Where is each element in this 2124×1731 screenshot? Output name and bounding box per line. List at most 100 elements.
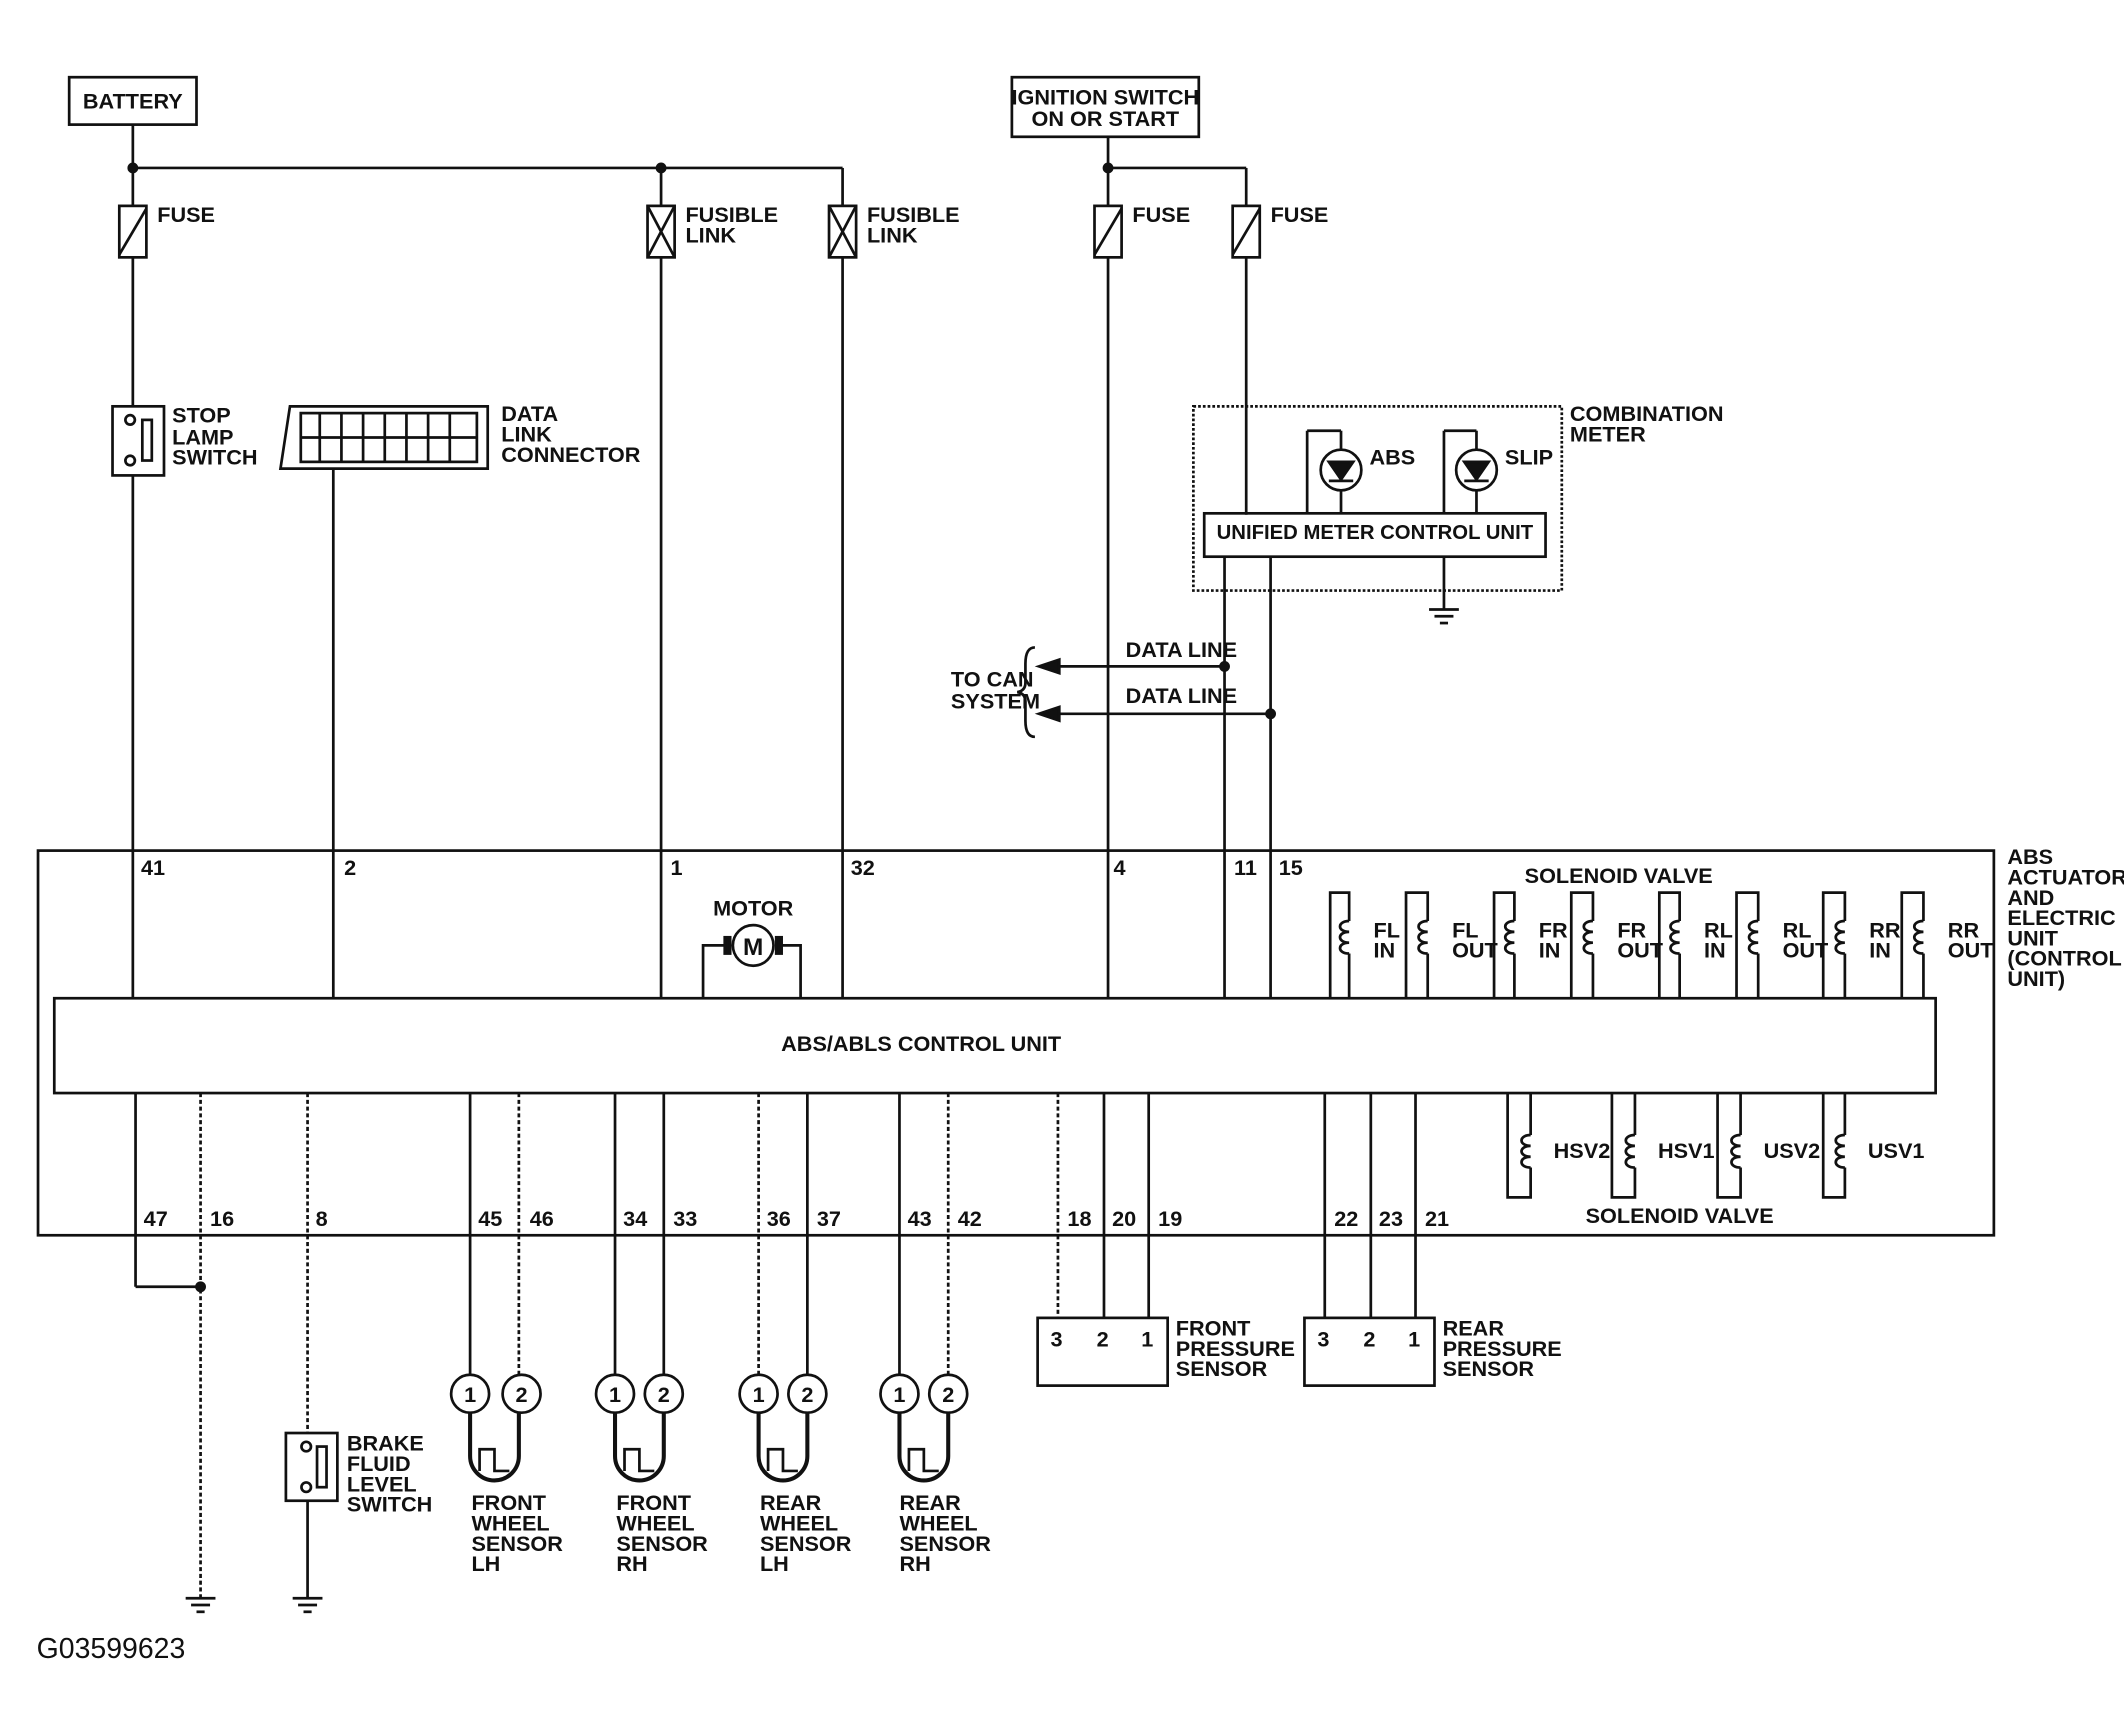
fusible-link-label-1-b: LINK (685, 222, 736, 247)
ws-rr-label-2: WHEEL (899, 1511, 977, 1536)
sv-fl-in-2: IN (1374, 938, 1396, 963)
rps-pin-3: 3 (1317, 1326, 1329, 1351)
ignition-label-line2: ON OR START (1032, 106, 1180, 131)
fuse-1 (117, 204, 148, 259)
pin-37: 37 (817, 1206, 841, 1231)
can-system-brace (1017, 646, 1036, 739)
pin-22: 22 (1334, 1206, 1358, 1231)
motor-symbol: M (743, 934, 763, 961)
rear-pressure-sensor-label-3: SENSOR (1443, 1356, 1535, 1381)
sv-rl-in-2: IN (1704, 938, 1726, 963)
fusible-link-2 (827, 204, 858, 259)
fusible-link-label-1-a: FUSIBLE (685, 202, 778, 227)
solenoid-valve-label-top: SOLENOID VALVE (1525, 863, 1713, 888)
rear-wheel-sensor-rh (879, 1093, 969, 1483)
solenoid-hsv1 (1610, 1093, 1637, 1199)
front-pressure-sensor-label-1: FRONT (1176, 1315, 1251, 1340)
fps-pin-2: 2 (1097, 1326, 1109, 1351)
solenoid-rl-in (1657, 891, 1681, 999)
front-wheel-sensor-rh (594, 1093, 685, 1483)
data-link-connector-label-2: LINK (501, 422, 552, 447)
ws-fr-label-2: WHEEL (616, 1511, 694, 1536)
solenoid-rl-out (1735, 891, 1760, 999)
combination-meter-label-2: METER (1570, 422, 1646, 447)
ws-rr-pin-1: 1 (893, 1382, 905, 1407)
sv-fl-in-1: FL (1374, 917, 1400, 942)
fuse-label-1: FUSE (157, 202, 215, 227)
pin-47: 47 (144, 1206, 168, 1231)
sv-rl-out-1: RL (1783, 917, 1812, 942)
ws-fl-label-2: WHEEL (471, 1511, 549, 1536)
pin-11: 11 (1234, 855, 1257, 880)
abs-lamp-label: ABS (1369, 445, 1415, 470)
front-pressure-sensor-label-2: PRESSURE (1176, 1336, 1295, 1361)
battery-label: BATTERY (83, 88, 183, 113)
combination-meter-label-1: COMBINATION (1570, 401, 1724, 426)
pin-4: 4 (1113, 855, 1125, 880)
pin-16: 16 (210, 1206, 234, 1231)
ws-fl-pin-2: 2 (516, 1382, 528, 1407)
front-wheel-sensor-lh (449, 1093, 542, 1483)
sv-fl-out-2: OUT (1452, 938, 1498, 963)
ws-rl-label-3: SENSOR (760, 1531, 852, 1556)
fuse-label-2: FUSE (1132, 202, 1190, 227)
abs-actuator-frame (36, 849, 1996, 1237)
ws-rl-pin-1: 1 (753, 1382, 765, 1407)
abs-control-unit-box (52, 996, 1937, 1095)
sv-rl-out-2: OUT (1783, 938, 1829, 963)
pin-8: 8 (316, 1206, 328, 1231)
motor-label: MOTOR (713, 896, 794, 921)
sv-rr-in-1: RR (1869, 917, 1901, 942)
pin-33: 33 (673, 1206, 697, 1231)
fuse-label-3: FUSE (1271, 202, 1329, 227)
fuse-2 (1093, 204, 1123, 259)
stop-lamp-switch-label-1: STOP (172, 403, 231, 428)
abs-warning-lamp (1305, 429, 1363, 514)
front-pressure-sensor-label-3: SENSOR (1176, 1356, 1268, 1381)
ws-fr-pin-2: 2 (658, 1382, 670, 1407)
stop-lamp-switch-label-3: SWITCH (172, 445, 257, 470)
actuator-label-3: AND (2007, 885, 2054, 910)
sv-rr-out-2: OUT (1948, 938, 1994, 963)
ws-rl-pin-2: 2 (801, 1382, 813, 1407)
sv-fr-in-1: FR (1539, 917, 1568, 942)
slip-indicator-lamp (1442, 429, 1499, 514)
solenoid-rr-in (1821, 891, 1847, 999)
pin-45: 45 (478, 1206, 502, 1231)
pin-41: 41 (141, 855, 165, 880)
to-can-system-label-1: TO CAN (951, 667, 1034, 692)
actuator-label-7: UNIT) (2007, 966, 2065, 991)
ws-rr-label-4: RH (899, 1551, 930, 1576)
pump-motor (701, 923, 802, 999)
pin-15: 15 (1279, 855, 1303, 880)
rear-pressure-sensor-label-2: PRESSURE (1443, 1336, 1562, 1361)
ws-fl-pin-1: 1 (464, 1382, 476, 1407)
solenoid-usv2 (1716, 1093, 1742, 1199)
data-link-connector-label-3: CONNECTOR (501, 442, 641, 467)
solenoid-fr-out (1569, 891, 1595, 999)
actuator-label-2: ACTUATOR (2007, 864, 2124, 889)
stop-lamp-switch-label-2: LAMP (172, 424, 233, 449)
pin-42: 42 (958, 1206, 982, 1231)
reference-id: G03599623 (37, 1633, 186, 1665)
fps-pin-1: 1 (1141, 1326, 1153, 1351)
sv-usv1: USV1 (1868, 1138, 1925, 1163)
ws-rl-label-2: WHEEL (760, 1511, 838, 1536)
rear-wheel-sensor-lh (738, 1093, 828, 1483)
solenoid-fl-in (1328, 891, 1351, 999)
pin-2: 2 (344, 855, 356, 880)
rear-pressure-sensor-box (1303, 1316, 1436, 1387)
pin-21: 21 (1425, 1206, 1449, 1231)
solenoid-valve-label-bottom: SOLENOID VALVE (1586, 1203, 1774, 1228)
sv-fl-out-1: FL (1452, 917, 1478, 942)
sv-hsv1: HSV1 (1658, 1138, 1715, 1163)
data-line-label-1: DATA LINE (1126, 637, 1237, 662)
pin-46: 46 (530, 1206, 554, 1231)
to-can-system-label-2: SYSTEM (951, 688, 1040, 713)
pin-32: 32 (851, 855, 875, 880)
rps-pin-1: 1 (1408, 1326, 1420, 1351)
ws-rl-label-4: LH (760, 1551, 789, 1576)
data-link-connector (278, 404, 490, 470)
